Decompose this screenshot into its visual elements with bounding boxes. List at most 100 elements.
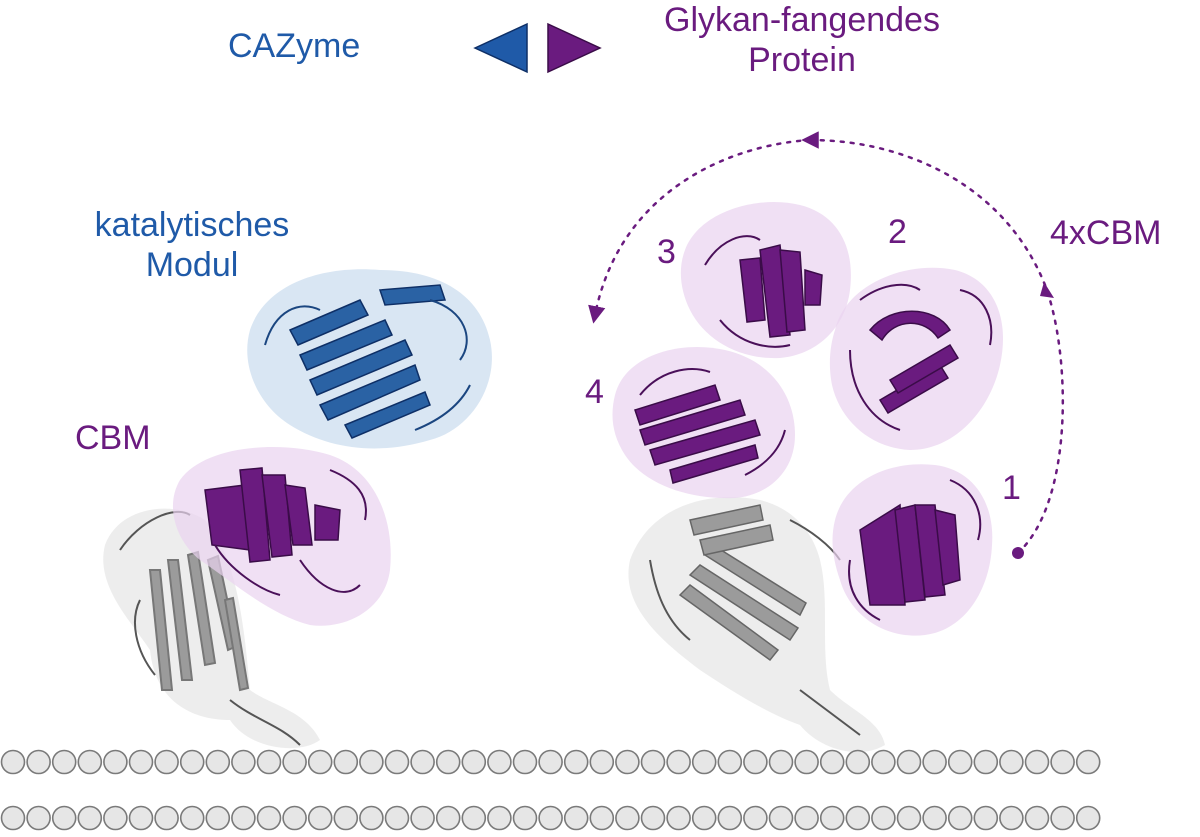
glycan-bead bbox=[154, 749, 179, 775]
glycan-bead bbox=[282, 749, 307, 775]
glycan-bead bbox=[384, 749, 410, 775]
glycan-bead bbox=[615, 805, 640, 831]
cazyme-label: CAZyme bbox=[228, 27, 361, 65]
domain-number-4: 4 bbox=[585, 373, 604, 411]
glycan-bead bbox=[512, 749, 538, 775]
right-anchor-domain bbox=[628, 497, 885, 753]
glycan-bead bbox=[819, 749, 845, 775]
glycan-bead bbox=[1024, 749, 1050, 775]
glycan-bead bbox=[563, 749, 589, 775]
glycan-bead bbox=[589, 805, 615, 831]
glycan-bead bbox=[947, 749, 973, 775]
glycan-bead bbox=[77, 749, 103, 775]
glycan-bead bbox=[717, 749, 743, 775]
glycan-bead bbox=[256, 805, 282, 831]
glycan-bead bbox=[410, 805, 435, 831]
rotation-arrow-left-segment bbox=[588, 138, 812, 324]
glycan-bead bbox=[307, 749, 333, 775]
glycan-bead bbox=[231, 749, 256, 775]
glycan-bead bbox=[487, 805, 512, 831]
glycan-bead bbox=[563, 805, 589, 831]
glycan-bead bbox=[871, 749, 896, 775]
glycan-bead bbox=[77, 805, 103, 831]
glycan-bead bbox=[51, 749, 77, 775]
glycan-bead bbox=[179, 805, 205, 831]
glycan-bead bbox=[1050, 749, 1075, 775]
glycan-bead bbox=[359, 805, 384, 831]
glycan-bead bbox=[538, 805, 563, 831]
left-catalytic-module bbox=[247, 269, 492, 449]
right-arrow-triangle-icon bbox=[547, 22, 602, 74]
glycan-bead bbox=[231, 805, 256, 831]
glycan-bead bbox=[461, 805, 487, 831]
glycan-bead bbox=[282, 805, 307, 831]
right-cbm-4 bbox=[612, 347, 795, 499]
glycan-bead bbox=[845, 805, 871, 831]
domain-number-2: 2 bbox=[888, 213, 907, 251]
glycan-bead bbox=[205, 749, 231, 775]
glycan-bead bbox=[435, 749, 461, 775]
rotation-arrow-start-dot bbox=[1012, 547, 1024, 559]
4xcbm-label: 4xCBM bbox=[1050, 214, 1162, 252]
glycan-bead bbox=[333, 749, 359, 775]
glycan-bead bbox=[871, 805, 896, 831]
glycan-bead bbox=[154, 805, 179, 831]
glycan-bead bbox=[1075, 805, 1101, 831]
glycan-bead bbox=[896, 749, 922, 775]
left-arrow-triangle-icon bbox=[473, 22, 528, 74]
glycan-bead bbox=[973, 749, 999, 775]
glycan-bead bbox=[794, 805, 819, 831]
glycan-bead bbox=[666, 749, 691, 775]
glycan-bead bbox=[0, 805, 26, 831]
glycan-bead bbox=[512, 805, 538, 831]
glycan-bead bbox=[333, 805, 359, 831]
glycan-bead bbox=[487, 749, 512, 775]
glycan-bead bbox=[0, 749, 26, 775]
catalytic-module-line1: katalytisches bbox=[94, 206, 290, 244]
left-cbm-domain bbox=[172, 447, 391, 626]
glycan-capturing-protein-line1: Glykan-fangendes bbox=[664, 1, 940, 39]
glycan-bead bbox=[768, 749, 794, 775]
glycan-bead bbox=[461, 749, 487, 775]
glycan-bead bbox=[794, 749, 819, 775]
right-cbm-2 bbox=[829, 267, 1003, 450]
glycan-bead bbox=[589, 749, 615, 775]
glycan-bead bbox=[359, 749, 384, 775]
glycan-bead bbox=[103, 805, 128, 831]
cbm-label: CBM bbox=[75, 419, 151, 457]
glycan-bead bbox=[103, 749, 128, 775]
glycan-bead bbox=[26, 749, 51, 775]
glycan-bead bbox=[1050, 805, 1075, 831]
glycan-bead bbox=[922, 805, 947, 831]
glycan-bead bbox=[384, 805, 410, 831]
glycan-bead bbox=[717, 805, 743, 831]
glycan-capturing-protein-line2: Protein bbox=[748, 41, 856, 79]
glycan-chain-top bbox=[0, 749, 1101, 775]
right-cbm-1 bbox=[832, 464, 993, 636]
glycan-bead bbox=[743, 749, 768, 775]
glycan-bead bbox=[845, 749, 871, 775]
glycan-bead bbox=[410, 749, 435, 775]
glycan-bead bbox=[973, 805, 999, 831]
glycan-bead bbox=[999, 749, 1024, 775]
glycan-bead bbox=[640, 805, 666, 831]
domain-number-1: 1 bbox=[1002, 469, 1021, 507]
glycan-bead bbox=[743, 805, 768, 831]
glycan-bead bbox=[691, 805, 717, 831]
glycan-bead bbox=[896, 805, 922, 831]
glycan-bead bbox=[256, 749, 282, 775]
glycan-bead bbox=[128, 749, 154, 775]
glycan-bead bbox=[666, 805, 691, 831]
glycan-bead bbox=[128, 805, 154, 831]
glycan-bead bbox=[819, 805, 845, 831]
glycan-bead bbox=[1024, 805, 1050, 831]
glycan-bead bbox=[922, 749, 947, 775]
glycan-bead bbox=[26, 805, 51, 831]
glycan-bead bbox=[435, 805, 461, 831]
glycan-bead bbox=[51, 805, 77, 831]
domain-number-3: 3 bbox=[657, 233, 676, 271]
catalytic-module-line2: Modul bbox=[145, 246, 239, 284]
glycan-bead bbox=[640, 749, 666, 775]
glycan-bead bbox=[307, 805, 333, 831]
